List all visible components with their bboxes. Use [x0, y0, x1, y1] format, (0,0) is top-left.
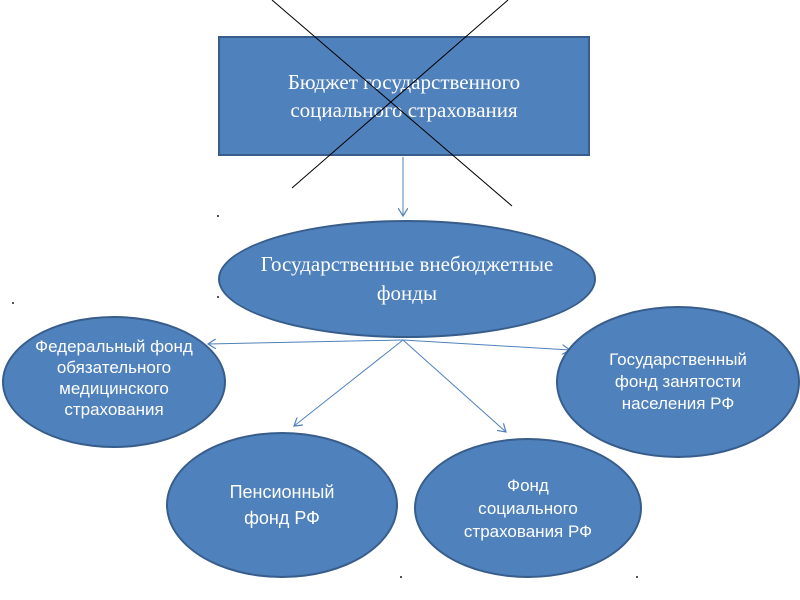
pension-fund-node: Пенсионный фонд РФ	[166, 432, 398, 578]
stray-dot	[400, 576, 402, 578]
arrow-center-to-pension	[294, 339, 404, 426]
arrow-center-to-social	[402, 339, 506, 432]
budget-box: Бюджет государственного социального стра…	[218, 36, 590, 156]
employment-fund-node: Государственный фонд занятости населения…	[556, 306, 800, 458]
social-insurance-fund-label: Фонд социального страхования РФ	[463, 475, 593, 541]
medical-insurance-fund-label: Федеральный фонд обязательного медицинск…	[35, 337, 193, 419]
stray-dot	[217, 296, 219, 298]
extrabudgetary-funds-node: Государственные внебюджетные фонды	[218, 220, 596, 338]
employment-fund-label: Государственный фонд занятости населения…	[609, 350, 747, 413]
stray-dot	[636, 576, 638, 578]
extrabudgetary-funds-label: Государственные внебюджетные фонды	[260, 252, 554, 305]
budget-box-label: Бюджет государственного социального стра…	[287, 70, 521, 122]
stray-dot	[12, 302, 14, 304]
social-insurance-fund-node: Фонд социального страхования РФ	[414, 438, 642, 578]
pension-fund-label: Пенсионный фонд РФ	[229, 482, 335, 528]
arrow-center-to-left	[208, 340, 404, 344]
medical-insurance-fund-node: Федеральный фонд обязательного медицинск…	[2, 316, 226, 448]
arrow-center-to-right	[402, 339, 570, 350]
stray-dot	[217, 215, 219, 217]
